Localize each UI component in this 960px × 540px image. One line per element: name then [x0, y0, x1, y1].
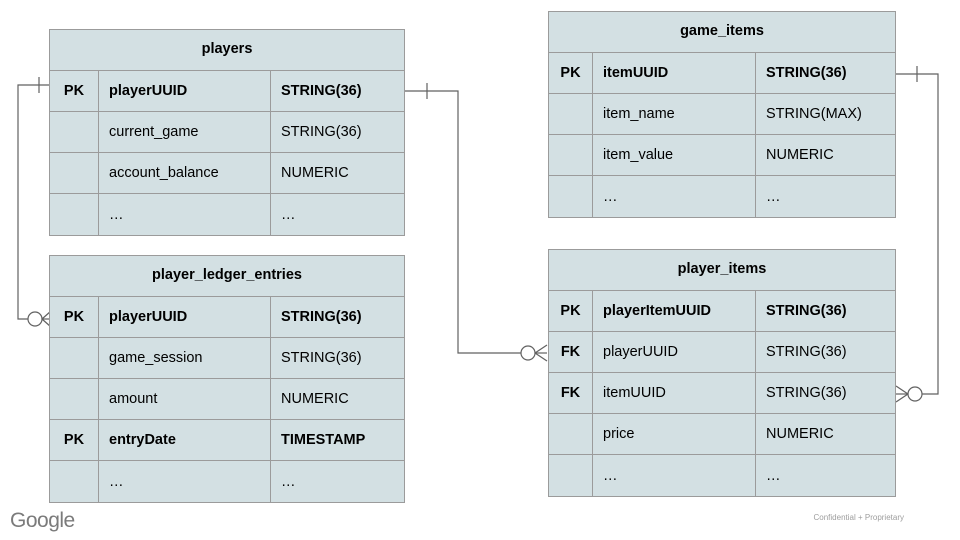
row-key: PK: [549, 291, 593, 331]
entity-row[interactable]: current_game STRING(36): [50, 112, 404, 153]
row-name: …: [99, 461, 271, 502]
row-key: PK: [50, 297, 99, 337]
row-name: item_value: [593, 135, 756, 175]
row-type: NUMERIC: [766, 147, 834, 163]
row-name: itemUUID: [593, 53, 756, 93]
row-name: amount: [99, 379, 271, 419]
row-name: playerUUID: [99, 71, 271, 111]
row-key: [50, 194, 99, 235]
entity-row[interactable]: … …: [549, 176, 895, 217]
row-key: [549, 94, 593, 134]
row-key: [50, 153, 99, 193]
row-type: STRING(36): [766, 344, 847, 360]
row-type: NUMERIC: [281, 391, 349, 407]
row-key: PK: [50, 420, 99, 460]
row-type: STRING(36): [281, 309, 362, 325]
row-key: FK: [549, 373, 593, 413]
cardinality-zero-circle: [520, 345, 536, 361]
confidentiality-note: Confidential + Proprietary: [813, 513, 905, 522]
row-name: entryDate: [99, 420, 271, 460]
row-key: [549, 135, 593, 175]
relationship-players-player-ledger-entries: [17, 77, 52, 328]
row-name: …: [593, 455, 756, 496]
google-logo: Google: [10, 509, 75, 532]
row-name: playerUUID: [593, 332, 756, 372]
entity-players[interactable]: players PK playerUUID STRING(36) current…: [49, 29, 405, 236]
entity-row[interactable]: … …: [549, 455, 895, 496]
cardinality-many-crowsfoot: [895, 385, 909, 403]
row-type: STRING(36): [281, 124, 362, 140]
entity-title-game-items: game_items: [549, 12, 895, 53]
row-type: …: [766, 467, 781, 484]
row-key: [50, 461, 99, 502]
row-name: account_balance: [99, 153, 271, 193]
entity-row[interactable]: game_session STRING(36): [50, 338, 404, 379]
entity-row[interactable]: FK playerUUID STRING(36): [549, 332, 895, 373]
row-name: current_game: [99, 112, 271, 152]
relationship-players-player-items: [405, 83, 548, 362]
row-name: price: [593, 414, 756, 454]
cardinality-zero-circle: [907, 386, 923, 402]
entity-row[interactable]: PK playerItemUUID STRING(36): [549, 291, 895, 332]
entity-title-player-items: player_items: [549, 250, 895, 291]
row-key: FK: [549, 332, 593, 372]
row-type: STRING(36): [766, 65, 847, 81]
entity-row[interactable]: FK itemUUID STRING(36): [549, 373, 895, 414]
row-name: …: [99, 194, 271, 235]
entity-row[interactable]: amount NUMERIC: [50, 379, 404, 420]
entity-row[interactable]: PK itemUUID STRING(36): [549, 53, 895, 94]
row-type: STRING(36): [766, 385, 847, 401]
row-name: playerUUID: [99, 297, 271, 337]
entity-title-player-ledger-entries: player_ledger_entries: [50, 256, 404, 297]
row-name: …: [593, 176, 756, 217]
row-type: STRING(36): [281, 83, 362, 99]
entity-row[interactable]: PK entryDate TIMESTAMP: [50, 420, 404, 461]
row-key: [50, 338, 99, 378]
entity-player-items[interactable]: player_items PK playerItemUUID STRING(36…: [548, 249, 896, 497]
row-name: item_name: [593, 94, 756, 134]
row-key: [50, 112, 99, 152]
entity-player-ledger-entries[interactable]: player_ledger_entries PK playerUUID STRI…: [49, 255, 405, 503]
entity-row[interactable]: PK playerUUID STRING(36): [50, 297, 404, 338]
entity-row[interactable]: PK playerUUID STRING(36): [50, 71, 404, 112]
row-type: NUMERIC: [281, 165, 349, 181]
row-type: …: [281, 473, 296, 490]
cardinality-zero-circle: [27, 311, 43, 327]
row-key: PK: [50, 71, 99, 111]
entity-row[interactable]: account_balance NUMERIC: [50, 153, 404, 194]
row-name: game_session: [99, 338, 271, 378]
entity-title-players: players: [50, 30, 404, 71]
relationship-game-items-player-items: [895, 66, 939, 403]
row-type: TIMESTAMP: [281, 432, 366, 448]
row-type: STRING(MAX): [766, 106, 862, 122]
row-key: [549, 176, 593, 217]
row-type: NUMERIC: [766, 426, 834, 442]
row-name: playerItemUUID: [593, 291, 756, 331]
entity-row[interactable]: price NUMERIC: [549, 414, 895, 455]
entity-game-items[interactable]: game_items PK itemUUID STRING(36) item_n…: [548, 11, 896, 218]
row-name: itemUUID: [593, 373, 756, 413]
row-type: STRING(36): [281, 350, 362, 366]
row-key: [549, 414, 593, 454]
cardinality-many-crowsfoot: [534, 344, 548, 362]
row-key: [549, 455, 593, 496]
row-type: STRING(36): [766, 303, 847, 319]
row-key: PK: [549, 53, 593, 93]
row-type: …: [281, 206, 296, 223]
entity-row[interactable]: item_value NUMERIC: [549, 135, 895, 176]
entity-row[interactable]: … …: [50, 461, 404, 502]
row-type: …: [766, 188, 781, 205]
entity-row[interactable]: item_name STRING(MAX): [549, 94, 895, 135]
entity-row[interactable]: … …: [50, 194, 404, 235]
row-key: [50, 379, 99, 419]
